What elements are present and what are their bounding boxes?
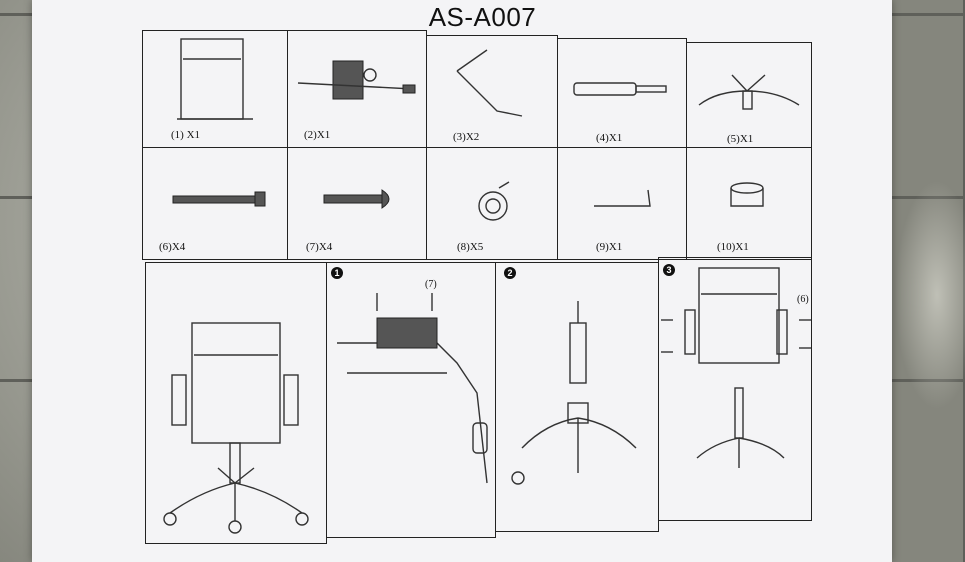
- step-3-callout: (6): [797, 294, 809, 305]
- star-base-icon: [698, 74, 800, 110]
- part-label-3: (3)X2: [453, 131, 480, 143]
- step-1-badge: 1: [331, 267, 343, 279]
- plastic-wrap: [895, 180, 965, 410]
- part-cell-1: (1) X1: [142, 30, 288, 148]
- part-label-10: (10)X1: [717, 241, 749, 253]
- step-1-diagram: [337, 293, 488, 484]
- step-2-diagram: [511, 301, 637, 485]
- part-cell-8: (8)X5: [426, 147, 558, 260]
- step-3-badge: 3: [663, 264, 675, 276]
- step-1-panel: 1 (7): [326, 262, 496, 538]
- long-screw-icon: [172, 191, 266, 207]
- step-3-panel: 3 (6): [658, 257, 812, 521]
- step-1-callout: (7): [425, 279, 437, 290]
- step-2-badge: 2: [504, 267, 516, 279]
- part-label-1: (1) X1: [171, 129, 201, 141]
- step-2-panel: 2: [495, 262, 659, 532]
- part-cell-3: (3)X2: [426, 35, 558, 148]
- seat-mechanism-icon: [297, 60, 416, 100]
- step-3-diagram: [661, 267, 811, 468]
- part-label-8: (8)X5: [457, 241, 484, 253]
- short-bolt-icon: [323, 189, 390, 209]
- part-label-7: (7)X4: [306, 241, 333, 253]
- part-cell-10: (10)X1: [686, 147, 812, 260]
- chair-back-icon: [177, 38, 253, 120]
- part-cell-4: (4)X1: [557, 38, 687, 148]
- part-label-6: (6)X4: [159, 241, 186, 253]
- caster-wheel-icon: [478, 181, 510, 221]
- instruction-sheet: [32, 0, 892, 562]
- armrest-icon: [456, 49, 523, 117]
- part-cell-5: (5)X1: [686, 42, 812, 148]
- part-label-5: (5)X1: [727, 133, 754, 145]
- part-label-4: (4)X1: [596, 132, 623, 144]
- part-cell-2: (2)X1: [287, 30, 427, 148]
- assembled-chair-icon: [163, 322, 309, 534]
- part-cell-9: (9)X1: [557, 147, 687, 260]
- part-cell-6: (6)X4: [142, 147, 288, 260]
- gas-cylinder-icon: [573, 82, 667, 96]
- cylinder-cover-icon: [730, 182, 764, 207]
- part-label-2: (2)X1: [304, 129, 331, 141]
- page-title: AS-A007: [428, 2, 537, 32]
- part-label-9: (9)X1: [596, 241, 623, 253]
- finished-chair-panel: [145, 262, 327, 544]
- allen-key-icon: [594, 189, 651, 207]
- part-cell-7: (7)X4: [287, 147, 427, 260]
